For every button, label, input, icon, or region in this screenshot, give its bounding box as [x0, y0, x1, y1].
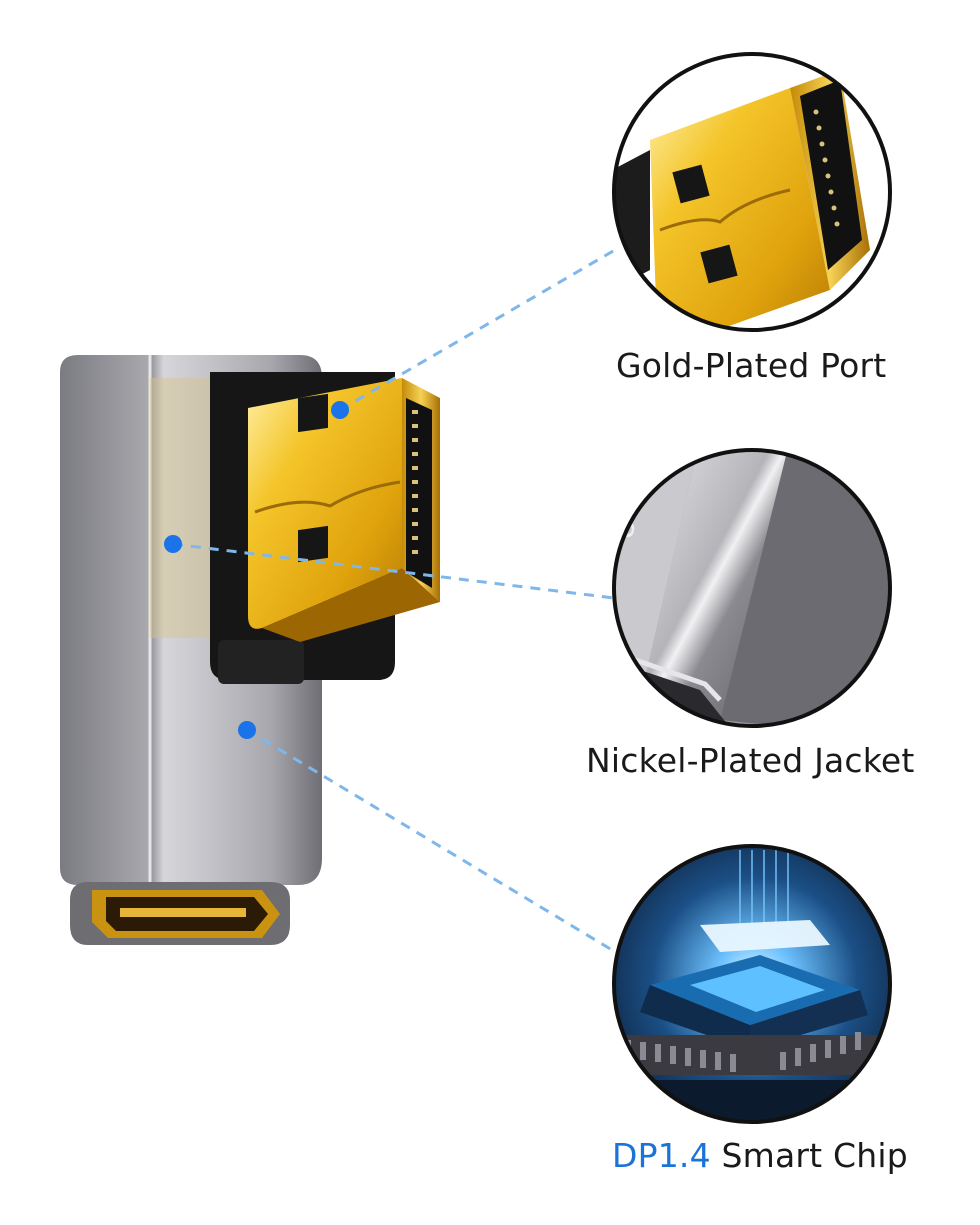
- feature-label-nickel-plated-jacket: Nickel-Plated Jacket: [586, 741, 915, 780]
- nickel-plated-jacket-closeup: 8K: [612, 448, 892, 728]
- gold-male-plug: [248, 378, 440, 642]
- feature-label-smart-chip: DP1.4 Smart Chip: [612, 1136, 908, 1175]
- smart-chip-closeup: [612, 844, 892, 1124]
- callout-lines: [172, 245, 621, 952]
- feature-label-chip-rest: Smart Chip: [710, 1136, 908, 1175]
- female-port: [70, 882, 290, 945]
- gold-plated-port-closeup: [612, 52, 892, 332]
- feature-label-chip-highlight: DP1.4: [612, 1136, 711, 1175]
- feature-label-gold-plated-port: Gold-Plated Port: [616, 346, 887, 385]
- callout-dots: [164, 401, 349, 739]
